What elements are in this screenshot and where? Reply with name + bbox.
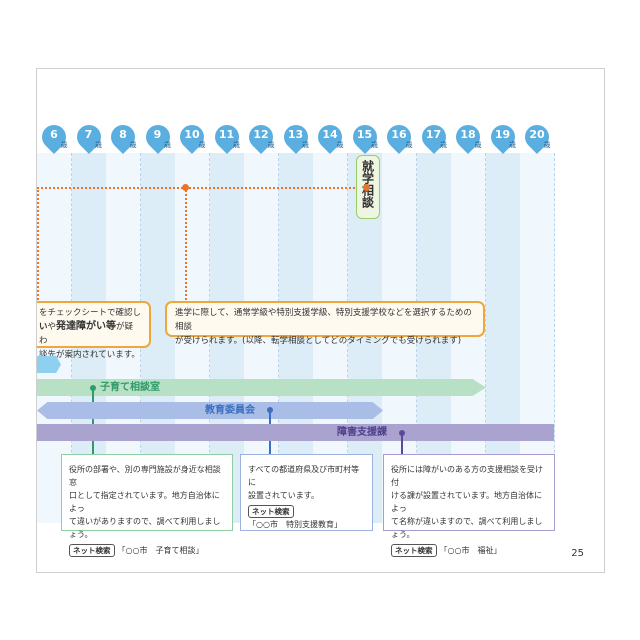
orange-dot [182, 184, 189, 191]
shogai-info-line3: て名称が違いますので、調べて利用しましょう。 [391, 517, 543, 539]
age-number: 18 [460, 128, 476, 141]
checksheet-note-line3: 談先が案内されています。 [39, 350, 140, 360]
shogai-band-label: 障害支援課 [337, 427, 387, 438]
age-number: 13 [287, 128, 304, 141]
checksheet-note-bold2: 発達障がい等 [56, 321, 117, 332]
age-unit: 歳 [267, 141, 275, 149]
age-unit: 歳 [509, 141, 516, 149]
age-number: 15 [356, 128, 373, 141]
orange-dotted-line [37, 187, 359, 189]
kyoiku-info-line2: 設置されています。 [248, 491, 319, 500]
age-number: 14 [322, 128, 338, 141]
age-number: 10 [184, 128, 200, 141]
checksheet-note: をチェックシートで確認し いや発達障がい等が疑わ 談先が案内されています。 [37, 301, 151, 360]
shogai-search-row: ネット検索「○○市 福祉」 [391, 544, 547, 557]
kosodate-net-search-tag: ネット検索 [69, 544, 115, 557]
age-unit: 歳 [440, 141, 447, 149]
age-unit: 歳 [129, 141, 137, 149]
age-number: 17 [425, 128, 442, 141]
checksheet-note-bold1: い [39, 322, 48, 332]
age-unit: 歳 [164, 141, 171, 149]
age-unit: 歳 [60, 141, 68, 149]
shogai-info-box: 役所には障がいのある方の支援相談を受け付 ける課が設置されています。地方自治体に… [383, 454, 555, 557]
kyoiku-info-box: すべての都道府県及び市町村等に 設置されています。 ネット検索 「○○市 特別支… [240, 454, 373, 531]
checksheet-note-tail: が疑わ [39, 322, 134, 346]
age-number: 8 [119, 128, 127, 141]
age-number: 16 [391, 128, 407, 141]
age-unit: 歳 [198, 141, 206, 149]
age-number: 20 [529, 128, 545, 141]
shogai-net-search-tag: ネット検索 [391, 544, 437, 557]
age-unit: 歳 [302, 141, 309, 149]
orange-dotted-drop-left [37, 187, 39, 303]
kosodate-band: 子育て相談室 [37, 379, 486, 396]
orange-dotted-drop [185, 187, 187, 303]
age-unit: 歳 [233, 141, 240, 149]
kosodate-info-line1: 役所の部署や、別の専門施設が身近な相談窓 [69, 465, 221, 487]
age-unit: 歳 [474, 141, 482, 149]
kyoiku-info-line1: すべての都道府県及び市町村等に [248, 465, 360, 487]
shugaku-note: 進学に際して、通常学級や特別支援学級、特別支援学校などを選択するための相談 が受… [165, 301, 485, 346]
page-number: 25 [571, 548, 584, 559]
age-number: 11 [218, 128, 235, 141]
blue-band-stub [37, 356, 61, 373]
shogai-info-line1: 役所には障がいのある方の支援相談を受け付 [391, 465, 543, 487]
kosodate-stem [92, 390, 94, 454]
shogai-info-line2: ける課が設置されています。地方自治体によっ [391, 491, 542, 513]
shogai-dot [399, 430, 405, 436]
age-number: 19 [494, 128, 511, 141]
kyoiku-dot [267, 407, 273, 413]
shugaku-dot [363, 184, 370, 191]
age-unit: 歳 [336, 141, 344, 149]
shugaku-note-line2: が受けられます。(以降、転学相談としてどのタイミングでも受けられます) [175, 336, 462, 346]
age-unit: 歳 [371, 141, 378, 149]
kyoiku-net-search-tag: ネット検索 [248, 505, 294, 518]
kyoiku-search-term: 「○○市 特別支援教育」 [248, 520, 342, 529]
kosodate-info-line3: て違いがありますので、調べて利用しましょう。 [69, 517, 221, 539]
kosodate-info-line2: 口として指定されています。地方自治体によっ [69, 491, 220, 513]
kyoiku-search-row: ネット検索 「○○市 特別支援教育」 [248, 505, 365, 531]
age-unit: 歳 [543, 141, 551, 149]
age-number: 6 [50, 128, 58, 141]
kosodate-info-box: 役所の部署や、別の専門施設が身近な相談窓 口として指定されています。地方自治体に… [61, 454, 233, 557]
age-number: 9 [153, 128, 162, 141]
checksheet-note-line2: いや発達障がい等が疑わ [39, 320, 141, 348]
shogai-search-term: 「○○市 福祉」 [439, 546, 502, 555]
age-unit: 歳 [405, 141, 413, 149]
kyoiku-band-label: 教育委員会 [205, 405, 255, 416]
kosodate-dot [90, 385, 96, 391]
checksheet-note-line1: をチェックシートで確認し [39, 308, 142, 318]
age-number: 12 [253, 128, 269, 141]
shogai-stem [401, 435, 403, 454]
kyoiku-band: 教育委員会 [37, 402, 383, 419]
checksheet-note-text: や [47, 322, 57, 332]
kosodate-search-term: 「○○市 子育て相談」 [117, 546, 204, 555]
shugaku-note-line1: 進学に際して、通常学級や特別支援学級、特別支援学校などを選択するための相談 [175, 308, 472, 332]
age-unit: 歳 [95, 141, 102, 149]
kosodate-search-row: ネット検索「○○市 子育て相談」 [69, 544, 225, 557]
shogai-band: 障害支援課 [37, 424, 554, 441]
age-number: 7 [84, 128, 93, 141]
kosodate-band-label: 子育て相談室 [100, 382, 160, 393]
